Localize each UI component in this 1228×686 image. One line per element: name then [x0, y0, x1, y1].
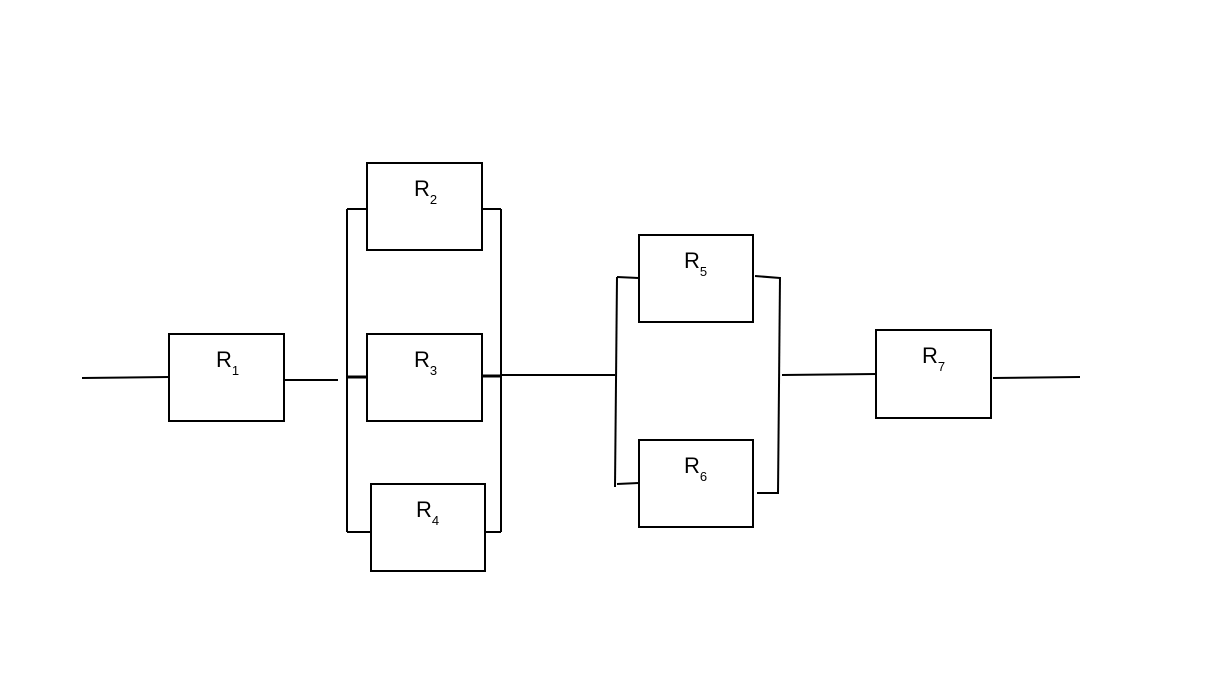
output-line: [992, 376, 1081, 379]
block-r4-index: 4: [432, 513, 439, 528]
block-r7: R7: [875, 329, 992, 419]
input-line: [81, 376, 170, 379]
svg-text:R6: R6: [684, 453, 707, 484]
block-r2: R2: [366, 162, 483, 251]
group-b-r5-in: [616, 276, 640, 279]
block-r6-index: 6: [700, 469, 707, 484]
svg-text:R2: R2: [414, 176, 437, 207]
block-r1: R1: [168, 333, 285, 422]
svg-text:R4: R4: [416, 497, 439, 528]
block-r5: R5: [638, 234, 754, 323]
block-r1-letter: R: [216, 347, 232, 372]
group-b-left-rail: [614, 276, 618, 488]
block-r4-letter: R: [416, 497, 432, 522]
svg-text:R3: R3: [414, 347, 437, 378]
group-b-r5-out: [754, 275, 781, 279]
block-r5-letter: R: [684, 248, 700, 273]
block-r5-index: 5: [700, 264, 707, 279]
block-r6: R6: [638, 439, 754, 528]
parallel-group-a: [346, 208, 502, 533]
block-r2-index: 2: [430, 192, 437, 207]
block-r4: R4: [370, 483, 486, 572]
block-r6-letter: R: [684, 453, 700, 478]
wire-group-b-to-r7: [781, 373, 877, 376]
block-r3: R3: [366, 333, 483, 422]
svg-text:R1: R1: [216, 347, 239, 378]
group-b-r6-in: [616, 482, 640, 485]
block-r3-letter: R: [414, 347, 430, 372]
block-r7-letter: R: [922, 343, 938, 368]
block-r3-index: 3: [430, 363, 437, 378]
block-r7-index: 7: [938, 359, 945, 374]
group-b-right-rail: [777, 276, 781, 495]
svg-text:R5: R5: [684, 248, 707, 279]
block-r2-letter: R: [414, 176, 430, 201]
parallel-group-b: [614, 275, 781, 495]
block-r1-index: 1: [232, 363, 239, 378]
svg-text:R7: R7: [922, 343, 945, 374]
